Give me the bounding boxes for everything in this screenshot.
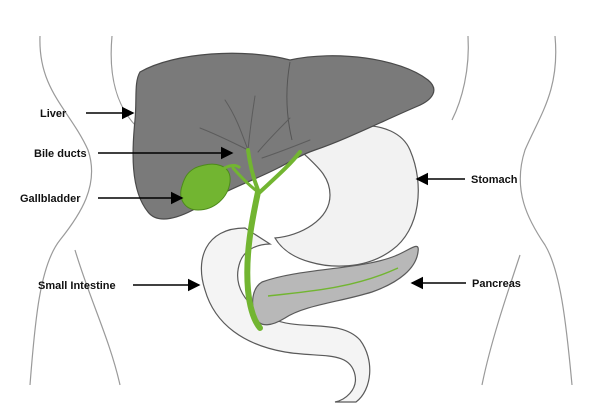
bile-ducts bbox=[199, 95, 311, 331]
label-stomach: Stomach bbox=[471, 174, 518, 186]
label-arrows bbox=[86, 106, 466, 292]
cystic-duct bbox=[221, 164, 242, 172]
label-pancreas: Pancreas bbox=[472, 278, 521, 290]
gallbladder bbox=[180, 163, 231, 211]
liver-lobe-divider bbox=[286, 61, 293, 141]
label-liver: Liver bbox=[40, 108, 67, 120]
pancreatic-duct bbox=[267, 267, 399, 297]
stomach bbox=[274, 125, 419, 267]
label-gallbladder: Gallbladder bbox=[20, 193, 81, 205]
label-small-intestine: Small Intestine bbox=[38, 280, 116, 292]
torso-outline bbox=[29, 35, 573, 386]
label-bile-ducts: Bile ducts bbox=[34, 148, 87, 160]
small-intestine bbox=[200, 227, 371, 403]
